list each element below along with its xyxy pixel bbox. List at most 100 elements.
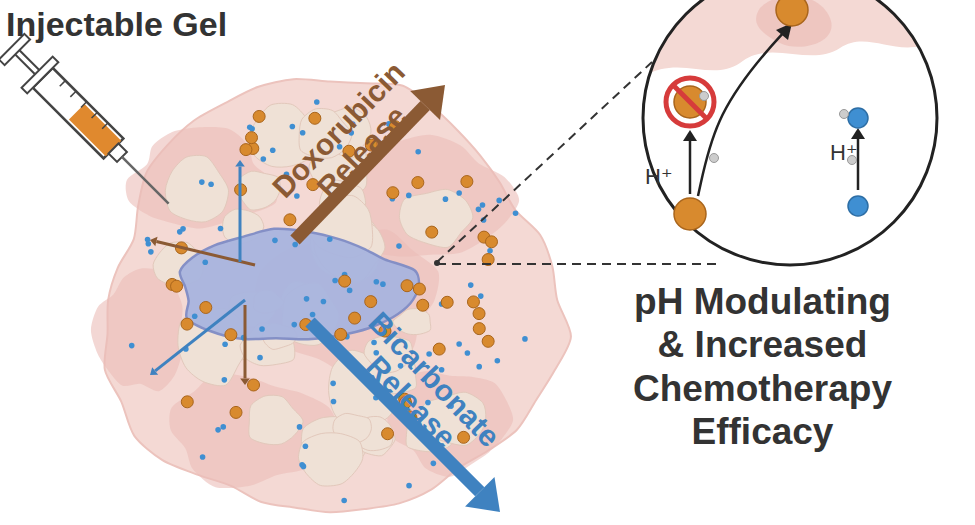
doxorubicin-dot — [200, 301, 212, 313]
doxorubicin-dot — [401, 280, 413, 292]
bicarbonate-dot — [476, 207, 482, 213]
tumor-cell — [249, 395, 303, 444]
doxorubicin-dot — [467, 296, 479, 308]
bicarbonate-dot — [456, 341, 462, 347]
doxorubicin-dot — [349, 312, 361, 324]
bicarbonate-dot — [220, 424, 226, 430]
bicarbonate-dot — [478, 293, 484, 299]
bicarbonate-dot — [431, 461, 437, 467]
bicarbonate-dot — [374, 279, 380, 285]
reaction-arrow — [851, 128, 865, 139]
doxorubicin-dot — [461, 176, 473, 188]
doxorubicin-dot — [482, 335, 494, 347]
figure-heading: Injectable Gel — [6, 6, 266, 43]
bicarbonate-dot — [341, 498, 347, 504]
zoom-circle: H⁺ H⁺ — [640, 0, 940, 268]
doxorubicin-dot — [246, 132, 258, 144]
release-arrow — [235, 160, 245, 262]
doxorubicin-dot — [171, 280, 183, 292]
bicarbonate-dot — [222, 377, 228, 383]
bicarbonate-dot — [192, 313, 198, 319]
bicarbonate-dot — [480, 202, 486, 208]
uptake-arrow — [698, 30, 786, 196]
bicarbonate-dot — [456, 190, 462, 196]
bicarbonate-dot — [465, 350, 471, 356]
bicarbonate-dot — [218, 226, 224, 232]
bicarbonate-dot — [200, 454, 206, 460]
bicarbonate-dot — [495, 358, 501, 364]
doxorubicin-molecule — [776, 0, 808, 26]
doxorubicin-dot — [387, 187, 399, 199]
bicarbonate-dot — [259, 326, 265, 332]
release-arrow — [240, 305, 250, 385]
doxorubicin-dot — [284, 214, 296, 226]
bicarbonate-dot — [261, 156, 267, 162]
bicarbonate-dot — [406, 483, 412, 489]
outcome-caption: pH Modulating & Increased Chemotherapy E… — [625, 280, 900, 453]
bicarbonate-dot — [291, 322, 297, 328]
tumor-cell — [165, 155, 228, 222]
tumor-tissue — [640, 0, 940, 78]
doxorubicin-dot — [240, 144, 252, 156]
bicarbonate-dot — [299, 462, 305, 468]
bicarbonate-dot — [180, 226, 186, 232]
doxorubicin-molecule — [674, 86, 706, 118]
doxorubicin-dot — [417, 299, 429, 311]
doxorubicin-dot — [181, 318, 193, 330]
bicarbonate-dot — [321, 299, 327, 305]
doxorubicin-dot — [382, 428, 394, 440]
doxorubicin-dot — [412, 177, 424, 189]
reaction-arrow — [683, 130, 697, 141]
bicarbonate-dot — [380, 281, 386, 287]
bicarbonate-dot — [303, 443, 309, 449]
bicarbonate-dot — [330, 381, 336, 387]
doxorubicin-dot — [433, 343, 445, 355]
prohibited-sign — [666, 78, 714, 126]
bicarbonate-dot — [208, 181, 214, 187]
bicarbonate-dot — [270, 147, 276, 153]
bicarbonate-molecule — [848, 196, 868, 216]
bicarbonate-dot — [396, 243, 402, 249]
tumor-patch — [91, 268, 183, 391]
syringe — [0, 31, 184, 219]
bicarbonate-dot — [202, 259, 208, 265]
bicarbonate-dot — [331, 399, 337, 405]
doxorubicin-dot — [426, 226, 438, 238]
doxorubicin-dot — [485, 236, 497, 248]
bicarbonate-dot — [314, 99, 320, 105]
proton-label: H⁺ — [645, 164, 673, 190]
doxorubicin-dot — [253, 110, 265, 122]
bicarbonate-dot — [468, 282, 474, 288]
bicarbonate-dot — [327, 236, 333, 242]
zoom-line — [437, 62, 652, 262]
bicarbonate-dot — [443, 196, 449, 202]
proton-label: H⁺ — [830, 140, 858, 166]
zoom-line — [437, 263, 722, 265]
doxorubicin-dot — [309, 112, 321, 124]
doxorubicin-dot — [473, 323, 485, 335]
bicarbonate-dot — [222, 341, 228, 347]
bicarbonate-dot — [476, 364, 482, 370]
bicarbonate-dot — [290, 124, 296, 130]
bicarbonate-dot — [347, 288, 353, 294]
bicarbonate-dot — [487, 248, 493, 254]
bicarbonate-dot — [415, 149, 421, 155]
bicarbonate-dot — [300, 130, 306, 136]
bicarbonate-dot — [247, 125, 253, 131]
doxorubicin-dot — [413, 283, 425, 295]
release-arrow — [150, 300, 245, 375]
bicarbonate-dot — [310, 312, 316, 318]
bicarbonate-dot — [522, 336, 528, 342]
bicarbonate-dot — [496, 198, 502, 204]
bicarbonate-dot — [146, 241, 152, 247]
doxorubicin-dot — [335, 328, 347, 340]
bicarbonate-dot — [272, 238, 278, 244]
bicarbonate-molecule — [848, 108, 868, 128]
doxorubicin-molecule — [674, 198, 706, 230]
bicarbonate-dot — [257, 355, 263, 361]
bicarbonate-dot — [297, 424, 303, 430]
doxorubicin-dot — [441, 296, 453, 308]
doxorubicin-dot — [230, 406, 242, 418]
bicarbonate-dot — [406, 193, 412, 199]
